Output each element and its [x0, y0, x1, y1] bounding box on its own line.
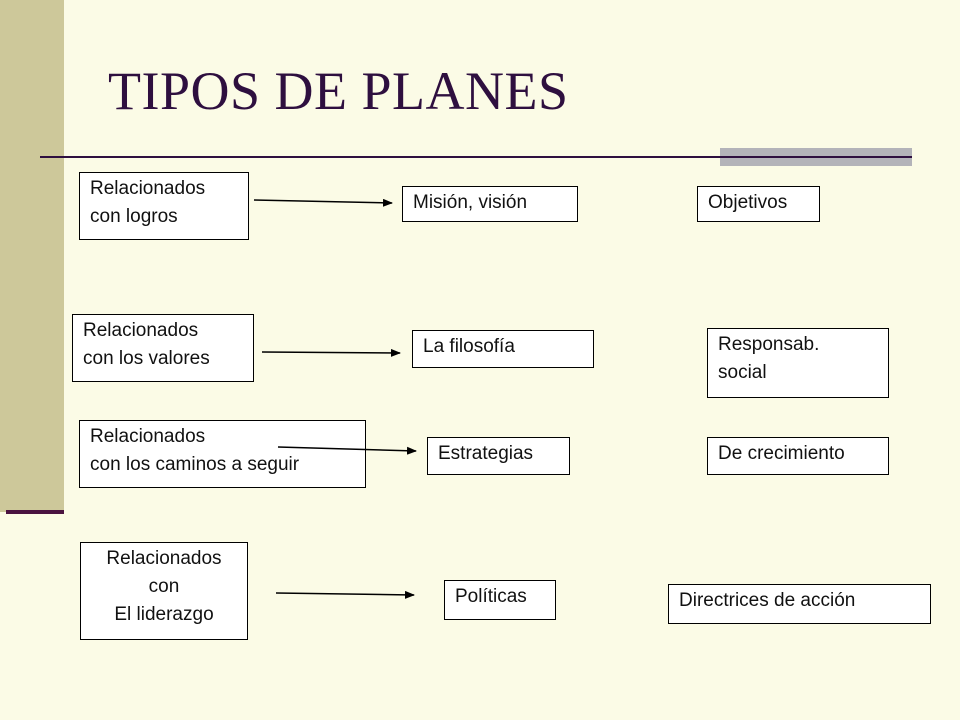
plan-label: Misión, visión — [413, 192, 528, 213]
category-line: El liderazgo — [114, 604, 214, 625]
category-line: Relacionados — [106, 548, 222, 569]
category-line: con logros — [90, 206, 178, 227]
example-box-directrices: Directrices de acción — [668, 584, 931, 624]
example-box-objetivos: Objetivos — [697, 186, 820, 222]
category-line: con — [148, 576, 180, 597]
category-line: Relacionados — [83, 320, 199, 341]
example-line: social — [718, 362, 767, 383]
example-box-responsab: Responsab. social — [707, 328, 889, 398]
title-accent-bar — [720, 148, 912, 166]
title-divider — [40, 156, 912, 158]
example-label: Directrices de acción — [679, 590, 856, 611]
category-line: con los caminos a seguir — [90, 454, 300, 475]
plan-box-filosofia: La filosofía — [412, 330, 594, 368]
example-label: Objetivos — [708, 192, 788, 213]
plan-label: Estrategias — [438, 443, 534, 464]
plan-box-politicas: Políticas — [444, 580, 556, 620]
arrow-valores — [261, 348, 401, 357]
plan-label: La filosofía — [423, 336, 515, 357]
plan-box-estrategias: Estrategias — [427, 437, 570, 475]
plan-box-mision: Misión, visión — [402, 186, 578, 222]
category-box-logros: Relacionados con logros — [79, 172, 249, 240]
page-title: TIPOS DE PLANES — [108, 61, 569, 121]
category-box-caminos: Relacionados con los caminos a seguir — [79, 420, 366, 488]
arrow-liderazgo — [275, 590, 415, 599]
category-box-liderazgo: Relacionados con El liderazgo — [80, 542, 248, 640]
category-line: Relacionados — [90, 178, 206, 199]
category-line: con los valores — [83, 348, 210, 369]
decorative-sidebar — [0, 0, 64, 512]
example-label: De crecimiento — [718, 443, 845, 464]
sidebar-underline — [6, 510, 64, 514]
arrow-logros — [253, 198, 393, 207]
arrow-caminos — [277, 446, 417, 455]
category-box-valores: Relacionados con los valores — [72, 314, 254, 382]
plan-label: Políticas — [455, 586, 527, 607]
example-box-crecimiento: De crecimiento — [707, 437, 889, 475]
category-line: Relacionados — [90, 426, 206, 447]
example-line: Responsab. — [718, 334, 820, 355]
